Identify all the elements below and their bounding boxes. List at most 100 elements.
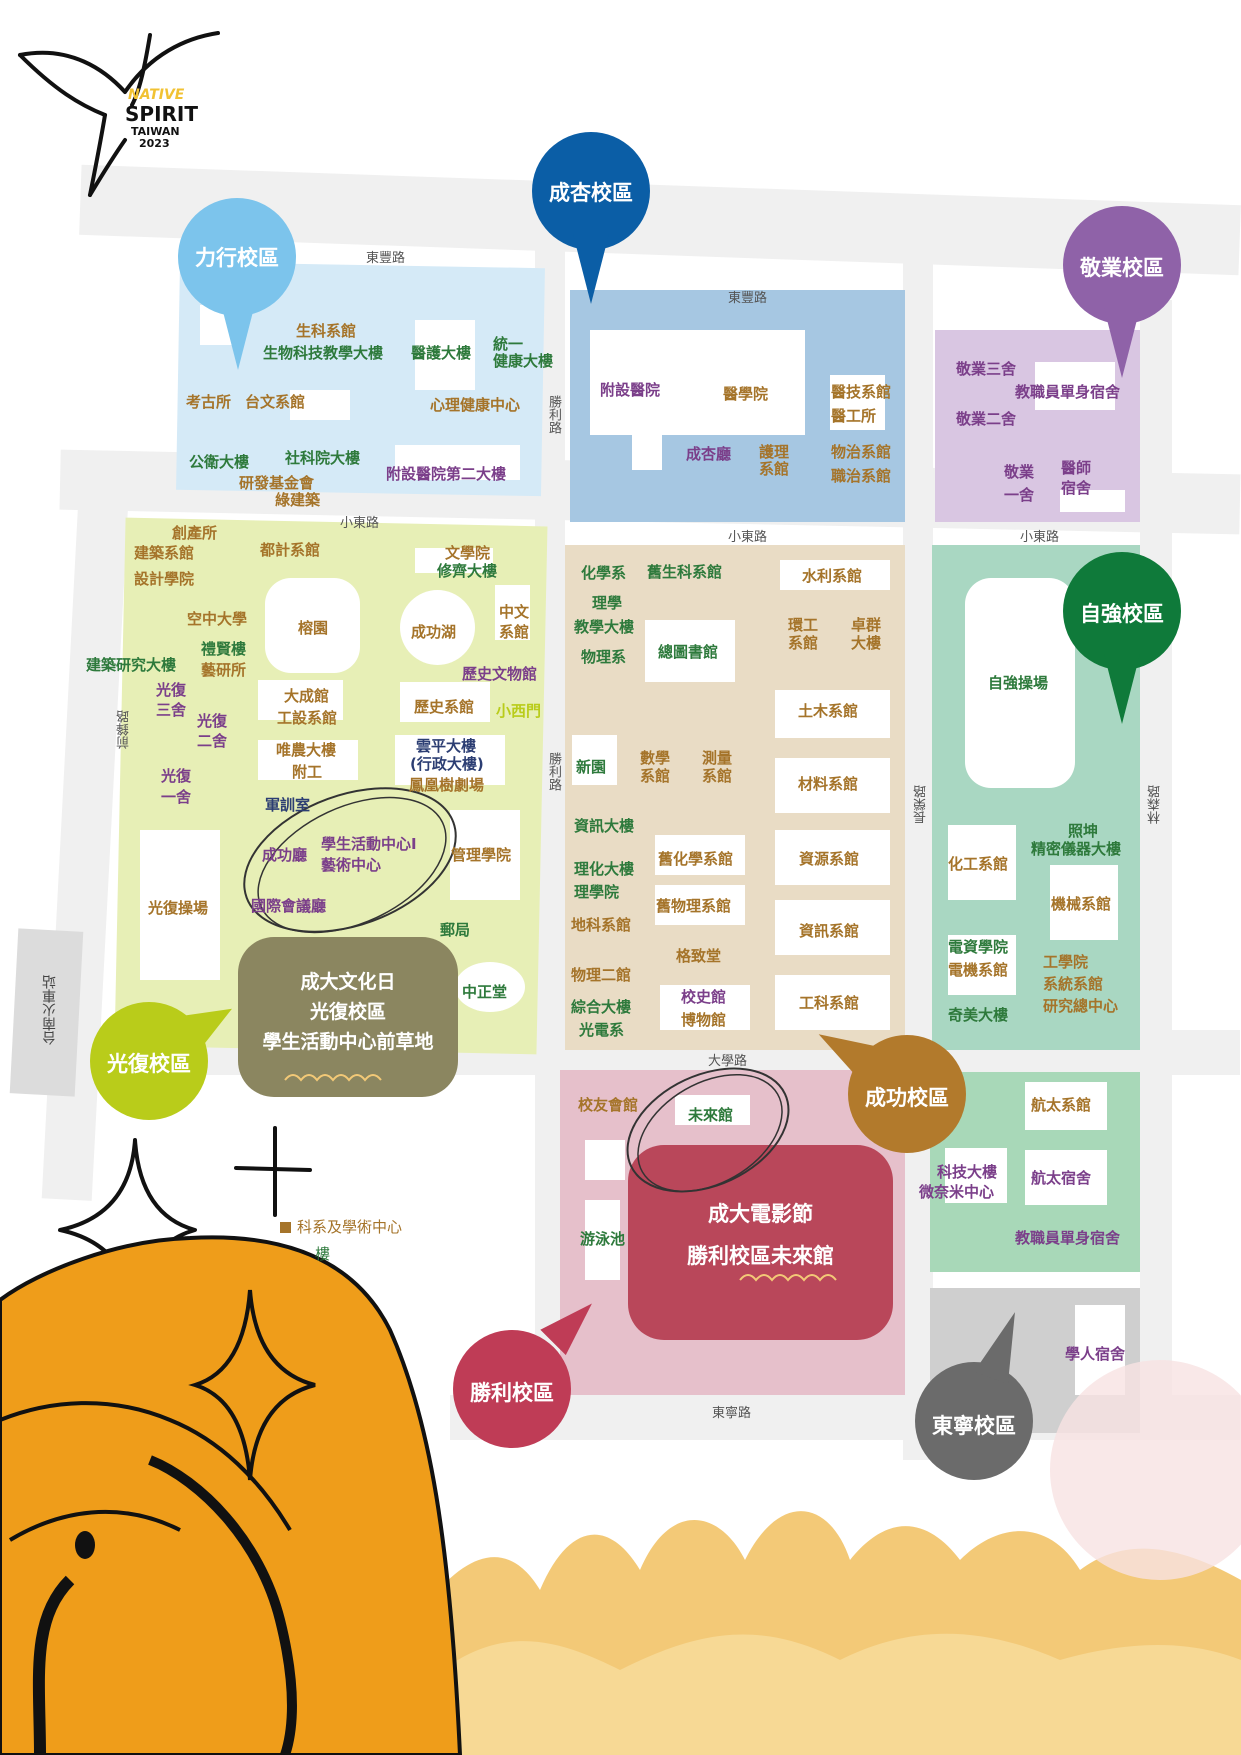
road-label-qianfeng: 前鋒路	[117, 710, 132, 749]
bld-chenggong-b9: 土木系館	[798, 702, 859, 720]
bld-chengxing-b6b: 職治系館	[831, 467, 892, 485]
pin-ziqiang[interactable]	[1063, 552, 1181, 670]
bld-chenggong-b8a: 卓群	[851, 616, 882, 634]
bld-guangfu-b20: 鳳凰樹劇場	[409, 776, 485, 794]
hangtai-building	[1025, 1150, 1107, 1205]
event-culture-line1: 成大文化日	[300, 971, 396, 993]
bld-guangfu-b21b: 一舍	[161, 788, 192, 806]
bld-guangfu-b25: 管理學院	[451, 846, 512, 864]
bld-guangfu-b14a: 大成館	[284, 687, 330, 705]
bld-lixing-b11: 附設醫院第二大樓	[386, 465, 507, 483]
bld-guangfu-b15a: 光復	[197, 712, 228, 730]
bld-shengli-b5: 樓	[315, 1245, 331, 1263]
cross-sparkle-icon	[234, 1126, 312, 1217]
bld-guangfu-b22: 軍訓室	[265, 796, 311, 814]
event-film-line1: 成大電影節	[708, 1202, 813, 1226]
bld-jingye-b1: 敬業三舍	[956, 360, 1017, 378]
pin-jingye-label: 敬業校區	[1080, 256, 1164, 280]
bld-guangfu-b18a: 唯農大樓	[276, 741, 337, 759]
logo-line1: NATIVE	[128, 87, 185, 103]
guangfu-field	[140, 830, 220, 980]
event-culture-day[interactable]: 成大文化日 光復校區 學生活動中心前草地	[238, 937, 458, 1097]
road-label-shengli-upper: 勝利路	[546, 395, 561, 434]
bld-guangfu-b11: 建築研究大樓	[86, 656, 177, 674]
guangfu-building	[258, 680, 343, 720]
pin-lixing[interactable]	[178, 198, 296, 316]
pin-dongning[interactable]	[915, 1362, 1033, 1480]
bld-chenggong-b11a: 數學	[640, 749, 671, 767]
pin-dongning-label: 東寧校區	[932, 1414, 1016, 1438]
bld-ziqiang-b4: 機械系館	[1051, 895, 1112, 913]
pin-chengxing[interactable]	[532, 132, 650, 250]
bld-chenggong-b12b: 系館	[702, 767, 733, 785]
road-label-xiaodong-mid: 小東路	[728, 530, 768, 545]
road-label-dongning: 東寧路	[712, 1406, 752, 1421]
bld-guangfu-b17: 小西門	[496, 702, 542, 720]
bld-ziqiang-b5b: 電機系館	[948, 961, 1009, 979]
bld-ziqiang-b1: 自強操場	[988, 674, 1049, 692]
bld-chenggong-b6: 總圖書館	[658, 643, 719, 661]
bld-chengxing-b3a: 醫技系館	[831, 383, 892, 401]
guangfu-building	[415, 548, 493, 573]
chenggong-building	[775, 975, 890, 1030]
bld-chenggong-b23: 物理二館	[571, 966, 632, 984]
pin-ziqiang-label: 自強校區	[1080, 602, 1164, 626]
bld-chenggong-b20: 地科系館	[571, 916, 632, 934]
bld-guangfu-b24: 成功廳	[262, 846, 308, 864]
bld-chenggong-b8b: 大樓	[851, 634, 882, 652]
road-label-shengli-lower: 勝利路	[546, 752, 561, 791]
chenggong-lake	[400, 590, 475, 665]
bld-chenggong-b7a: 環工	[788, 616, 819, 634]
bld-guangfu-b18b: 附工	[292, 763, 323, 781]
bld-chenggong-b5: 物理系	[581, 648, 627, 666]
bld-lixing-b4a: 統一	[493, 335, 524, 353]
logo-line4: 2023	[139, 137, 170, 150]
bld-guangfu-b19a: 雲平大樓	[416, 737, 477, 755]
bld-chenggong-b13: 材料系館	[798, 775, 859, 793]
bld-hangtai-b1: 航太系館	[1031, 1096, 1092, 1114]
bld-guangfu-b14b: 工設系館	[277, 709, 338, 727]
chengxing-building	[830, 375, 885, 430]
bld-guangfu-b12: 歷史文物館	[462, 665, 538, 683]
pin-jingye[interactable]	[1063, 206, 1181, 324]
bld-chenggong-b11b: 系館	[640, 767, 671, 785]
pin-chenggong[interactable]	[848, 1035, 966, 1153]
event-film-line2: 勝利校區未來館	[687, 1244, 834, 1268]
bld-chengxing-b2: 醫學院	[723, 385, 769, 403]
bld-jingye-b3: 敬業二舍	[956, 410, 1017, 428]
bld-ziqiang-b6b: 系統系館	[1043, 975, 1104, 993]
pin-guangfu[interactable]	[90, 1002, 208, 1120]
event-culture-line3: 學生活動中心前草地	[262, 1031, 434, 1053]
pin-chenggong-label: 成功校區	[865, 1086, 949, 1110]
chenggong-building	[660, 985, 750, 1030]
chenggong-building	[775, 690, 890, 738]
pin-shengli[interactable]	[453, 1330, 571, 1448]
chenggong-building	[775, 900, 890, 955]
hangtai-building	[1025, 1082, 1107, 1130]
guangfu-building	[450, 810, 520, 900]
guangfu-building	[495, 585, 530, 640]
bld-guangfu-b28: 郵局	[440, 921, 471, 939]
bld-chenggong-b22: 格致堂	[676, 947, 722, 965]
bld-chenggong-b26: 光電系	[579, 1021, 625, 1039]
bld-guangfu-b19b: (行政大樓)	[410, 755, 484, 773]
bld-chenggong-b21: 資訊系館	[799, 922, 860, 940]
bld-chenggong-b10: 新園	[576, 758, 607, 776]
rongyuan-lawn	[265, 578, 360, 673]
character-illustration	[0, 1235, 463, 1755]
road-label-xiaodong-left: 小東路	[340, 516, 380, 531]
bld-lixing-b5: 考古所	[186, 393, 232, 411]
bld-guangfu-b26: 光復操場	[148, 899, 209, 917]
bld-chengxing-b1: 附設醫院	[600, 381, 661, 399]
bld-lixing-b9: 社科院大樓	[285, 449, 361, 467]
bld-ziqiang-b2b: 精密儀器大樓	[1031, 840, 1122, 858]
event-culture-line2: 光復校區	[309, 1001, 386, 1023]
event-film-festival[interactable]: 成大電影節 勝利校區未來館	[628, 1145, 893, 1340]
bld-guangfu-b7: 榕園	[298, 619, 329, 637]
road-label-changrong: 長榮路	[914, 785, 929, 824]
bld-guangfu-b23b: 藝術中心	[321, 856, 382, 874]
bld-ziqiang-b2a: 照坤	[1068, 822, 1099, 840]
bld-chengxing-b5b: 系館	[759, 460, 790, 478]
